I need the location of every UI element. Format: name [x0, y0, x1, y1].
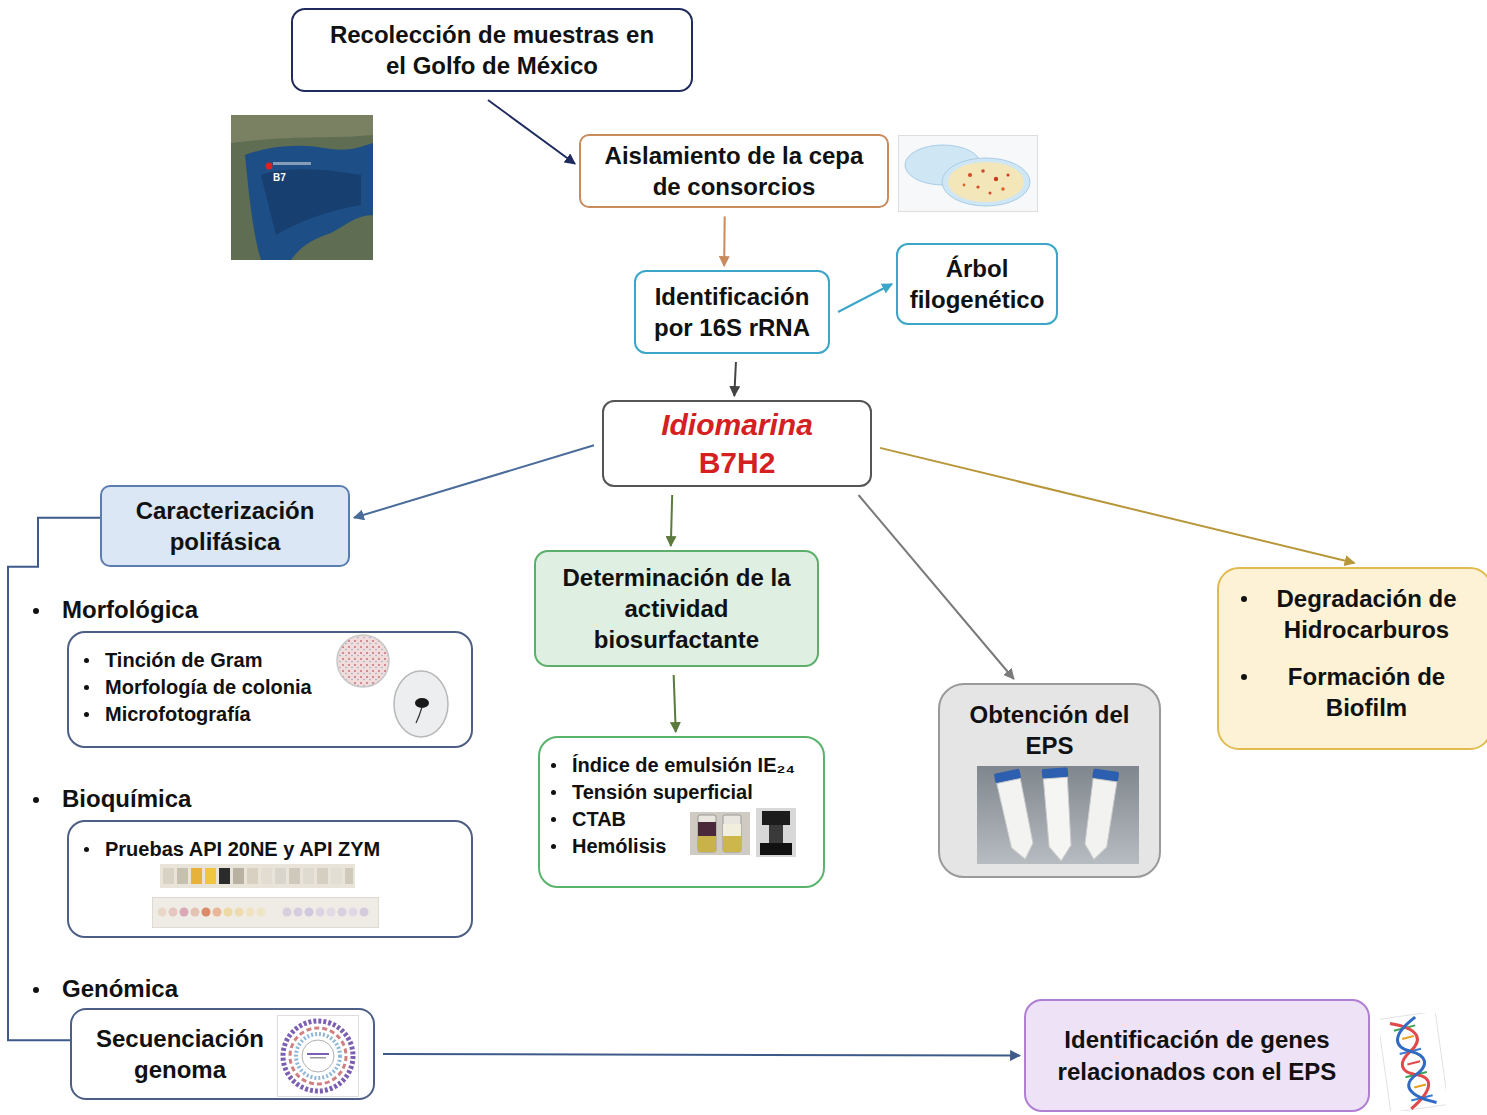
bullet-dot: [84, 658, 89, 663]
arrow-connector: [838, 284, 892, 312]
bullet-dot: [1241, 596, 1247, 602]
process-box: MorfológicaTinción de GramMorfología de …: [67, 631, 473, 748]
bullet-dot: [551, 844, 556, 849]
process-box: GenómicaSecuenciación genoma: [70, 1008, 375, 1100]
arrow-connector: [354, 445, 594, 518]
list-item: Índice de emulsión IE₂₄: [550, 752, 815, 779]
list-item-text: Tinción de Gram: [105, 647, 461, 674]
list-item-text: Tensión superficial: [572, 779, 815, 806]
list-item: Pruebas API 20NE y API ZYM: [81, 836, 461, 863]
section-heading: Genómica: [62, 975, 178, 1003]
arrow-connector: [488, 100, 575, 164]
bullet-dot: [551, 763, 556, 768]
process-box: Identificación de genes relacionados con…: [1024, 999, 1370, 1112]
box-text: Obtención del EPS: [950, 699, 1149, 761]
process-box: Obtención del EPS: [938, 683, 1161, 878]
list-item: Microfotografía: [81, 701, 461, 728]
tensiometer-photo: [756, 808, 796, 857]
list-item: Degradación de Hidrocarburos: [1233, 583, 1466, 645]
list-item: Formación de Biofilm: [1233, 661, 1466, 723]
arrow-connector: [734, 362, 736, 396]
list-item-text: Hemólisis: [572, 833, 815, 860]
box-text: Caracterización polifásica: [112, 495, 338, 557]
bullet-dot: [551, 790, 556, 795]
emulsion-photo: [690, 812, 750, 855]
box-text: Recolección de muestras en el Golfo de M…: [323, 19, 661, 81]
process-box: Determinación de la actividad biosurfact…: [534, 550, 819, 667]
box-text: Secuenciación genoma: [82, 1023, 278, 1085]
process-box: BioquímicaPruebas API 20NE y API ZYM: [67, 820, 473, 938]
arrow-connector: [859, 495, 1014, 679]
dna-helix-picture: [1380, 1013, 1446, 1111]
process-box: Aislamiento de la cepa de consorcios: [579, 134, 889, 208]
bullet-dot: [84, 847, 89, 852]
bullet-dot: [33, 608, 39, 614]
bullet-dot: [1241, 674, 1247, 680]
petri-dish-picture: [898, 135, 1038, 212]
arrow-connector: [723, 216, 726, 266]
list-item-text: Microfotografía: [105, 701, 461, 728]
section-heading-text: Bioquímica: [62, 785, 191, 812]
list-item-text: Formación de Biofilm: [1267, 661, 1466, 723]
arrow-connector: [880, 448, 1355, 563]
bullet-dot: [551, 817, 556, 822]
process-box: IdiomarinaB7H2: [602, 400, 872, 487]
list-item: Hemólisis: [550, 833, 815, 860]
section-heading-text: Genómica: [62, 975, 178, 1002]
arrow-connector: [671, 495, 672, 546]
gulf-map: [231, 115, 373, 260]
bullet-dot: [84, 685, 89, 690]
box-text: Árbol filogenético: [906, 253, 1048, 315]
box-text: Determinación de la actividad biosurfact…: [548, 562, 805, 656]
process-box: Índice de emulsión IE₂₄Tensión superfici…: [538, 736, 825, 888]
list-item: Tinción de Gram: [81, 647, 461, 674]
list-item: Tensión superficial: [550, 779, 815, 806]
list-item-text: CTAB: [572, 806, 815, 833]
bullet-dot: [33, 987, 39, 993]
map-label: B7: [273, 172, 286, 183]
list-item: Morfología de colonia: [81, 674, 461, 701]
list-item-text: Índice de emulsión IE₂₄: [572, 752, 815, 779]
process-box: Identificación por 16S rRNA: [634, 270, 830, 354]
section-heading-text: Morfológica: [62, 596, 198, 623]
box-text: Aislamiento de la cepa de consorcios: [591, 140, 877, 202]
eps-tubes-photo: [977, 766, 1139, 864]
bullet-dot: [84, 712, 89, 717]
arrow-connector: [383, 1054, 1020, 1056]
box-text: Identificación de genes relacionados con…: [1040, 1024, 1354, 1086]
box-text: Identificación por 16S rRNA: [644, 281, 820, 343]
strain-name: B7H2: [614, 444, 860, 482]
section-heading: Bioquímica: [62, 785, 191, 813]
microphoto-picture: [392, 669, 450, 739]
process-box: Caracterización polifásica: [100, 485, 350, 567]
list-item-text: Pruebas API 20NE y API ZYM: [105, 836, 461, 863]
process-box: Recolección de muestras en el Golfo de M…: [291, 8, 693, 92]
list-item-text: Degradación de Hidrocarburos: [1267, 583, 1466, 645]
section-heading: Morfológica: [62, 596, 198, 624]
api-zym-strip-picture: [152, 897, 379, 928]
bullet-dot: [33, 797, 39, 803]
genome-map-picture: [277, 1015, 359, 1097]
process-box: Árbol filogenético: [896, 243, 1058, 325]
strain-name: Idiomarina: [614, 406, 860, 444]
list-item: CTAB: [550, 806, 815, 833]
api-strip-picture: [160, 864, 355, 888]
arrow-connector: [674, 675, 676, 732]
list-item-text: Morfología de colonia: [105, 674, 461, 701]
process-box: Degradación de HidrocarburosFormación de…: [1217, 567, 1487, 750]
gram-stain-picture: [335, 633, 391, 689]
